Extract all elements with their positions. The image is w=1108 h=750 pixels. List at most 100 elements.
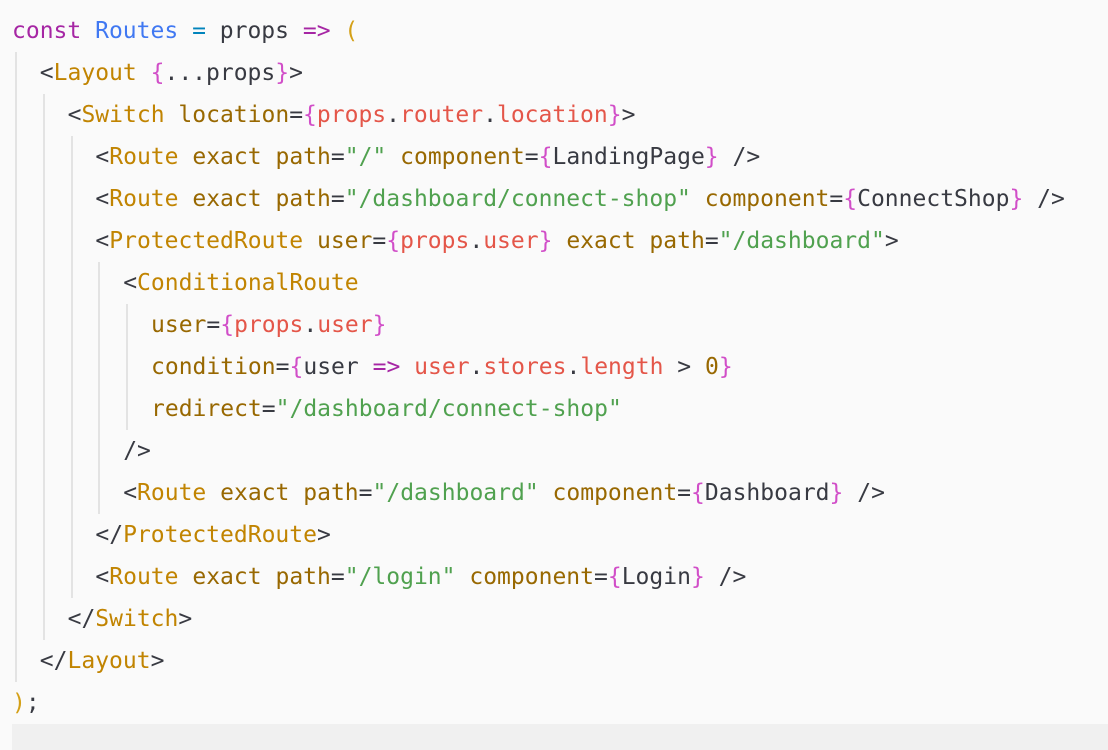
code-token: user [483, 228, 539, 254]
code-token: "/dashboard/connect-shop" [344, 186, 691, 212]
code-token: ProtectedRoute [109, 228, 304, 254]
code-token [179, 144, 193, 170]
code-token: length [580, 354, 664, 380]
code-line[interactable]: condition={user => user.stores.length > … [151, 346, 733, 388]
code-token [165, 102, 179, 128]
code-token: /> [704, 564, 747, 590]
code-token: = [192, 18, 206, 44]
code-token: > [178, 606, 193, 632]
indent-guide [126, 304, 129, 430]
code-token: ...props [164, 60, 276, 86]
code-token: exact [566, 228, 636, 254]
code-token: Routes [95, 18, 179, 44]
code-token: user [414, 354, 470, 380]
code-token: < [123, 270, 138, 296]
code-editor[interactable]: const Routes = props => (<Layout {...pro… [0, 0, 1108, 724]
code-token: "/dashboard" [718, 228, 885, 254]
code-token: router [400, 102, 484, 128]
code-token: ; [25, 690, 40, 716]
code-line[interactable]: /> [123, 430, 151, 472]
code-token: path [649, 228, 705, 254]
code-token: = [677, 480, 692, 506]
code-token [386, 144, 400, 170]
code-token: ) [12, 690, 26, 716]
code-token: { [538, 144, 553, 170]
code-line[interactable]: const Routes = props => ( [12, 10, 358, 52]
code-token: = [593, 564, 608, 590]
code-token: } [690, 564, 705, 590]
code-token: exact [192, 144, 262, 170]
code-token: </ [39, 648, 68, 674]
horizontal-scrollbar-track[interactable] [12, 724, 1108, 750]
code-token [137, 60, 151, 86]
code-token: . [303, 312, 318, 338]
code-token: { [843, 186, 858, 212]
code-token: path [275, 186, 331, 212]
code-token: Layout [53, 60, 137, 86]
code-token: . [469, 354, 484, 380]
code-token: /> [843, 480, 885, 506]
code-token: < [95, 228, 110, 254]
code-token: ProtectedRoute [123, 522, 317, 548]
code-token: . [483, 102, 497, 128]
code-line[interactable]: <Switch location={props.router.location}… [68, 94, 636, 136]
code-line[interactable]: </Layout> [40, 640, 165, 682]
code-line[interactable]: redirect="/dashboard/connect-shop" [151, 388, 622, 430]
code-token [262, 144, 276, 170]
code-token: { [289, 354, 304, 380]
code-token: . [566, 354, 581, 380]
code-line[interactable]: </Switch> [68, 598, 193, 640]
code-token [179, 186, 193, 212]
code-line[interactable]: </ProtectedRoute> [95, 514, 330, 556]
code-token [636, 228, 650, 254]
code-token: path [275, 564, 331, 590]
code-token: props [234, 312, 304, 338]
code-line[interactable]: <Route exact path="/dashboard" component… [123, 472, 885, 514]
code-line[interactable]: <Route exact path="/login" component={Lo… [95, 556, 746, 598]
code-token: user [303, 354, 373, 380]
code-token: path [275, 144, 331, 170]
indent-guide [98, 262, 101, 514]
code-token: < [39, 60, 54, 86]
code-token: "/" [344, 144, 387, 170]
code-token: /> [123, 438, 151, 464]
code-line[interactable]: <ConditionalRoute [123, 262, 358, 304]
code-token: } [372, 312, 387, 338]
code-token: . [469, 228, 484, 254]
code-token [262, 564, 276, 590]
code-token: = [330, 144, 345, 170]
code-line[interactable]: <Route exact path="/dashboard/connect-sh… [95, 178, 1064, 220]
code-token: < [123, 480, 138, 506]
code-token: { [607, 564, 622, 590]
code-token: </ [95, 522, 124, 548]
code-token: ( [344, 18, 359, 44]
code-token [400, 354, 414, 380]
code-token: > [663, 354, 705, 380]
code-token: location [178, 102, 290, 128]
code-token: condition [151, 354, 276, 380]
code-token: = [330, 564, 345, 590]
code-token: > [289, 60, 303, 86]
code-token: const [12, 18, 82, 44]
code-line[interactable]: <Route exact path="/" component={Landing… [95, 136, 760, 178]
code-token: < [95, 186, 110, 212]
code-token: } [275, 60, 290, 86]
code-token: component [704, 186, 830, 212]
code-token: exact [220, 480, 290, 506]
code-token: props [316, 102, 387, 128]
code-token: component [400, 144, 525, 170]
code-token: > [621, 102, 636, 128]
indent-guide [70, 136, 73, 598]
code-line[interactable]: ); [12, 682, 40, 724]
code-token: } [538, 228, 553, 254]
code-line[interactable]: <ProtectedRoute user={props.user} exact … [95, 220, 898, 262]
code-line[interactable]: user={props.user} [151, 304, 386, 346]
code-token: props [205, 18, 303, 44]
code-token: = [206, 312, 221, 338]
code-line[interactable]: <Layout {...props}> [40, 52, 303, 94]
code-token: . [386, 102, 401, 128]
code-token: => [372, 354, 401, 380]
code-token: /> [718, 144, 761, 170]
code-token: > [150, 648, 165, 674]
code-token: props [400, 228, 470, 254]
